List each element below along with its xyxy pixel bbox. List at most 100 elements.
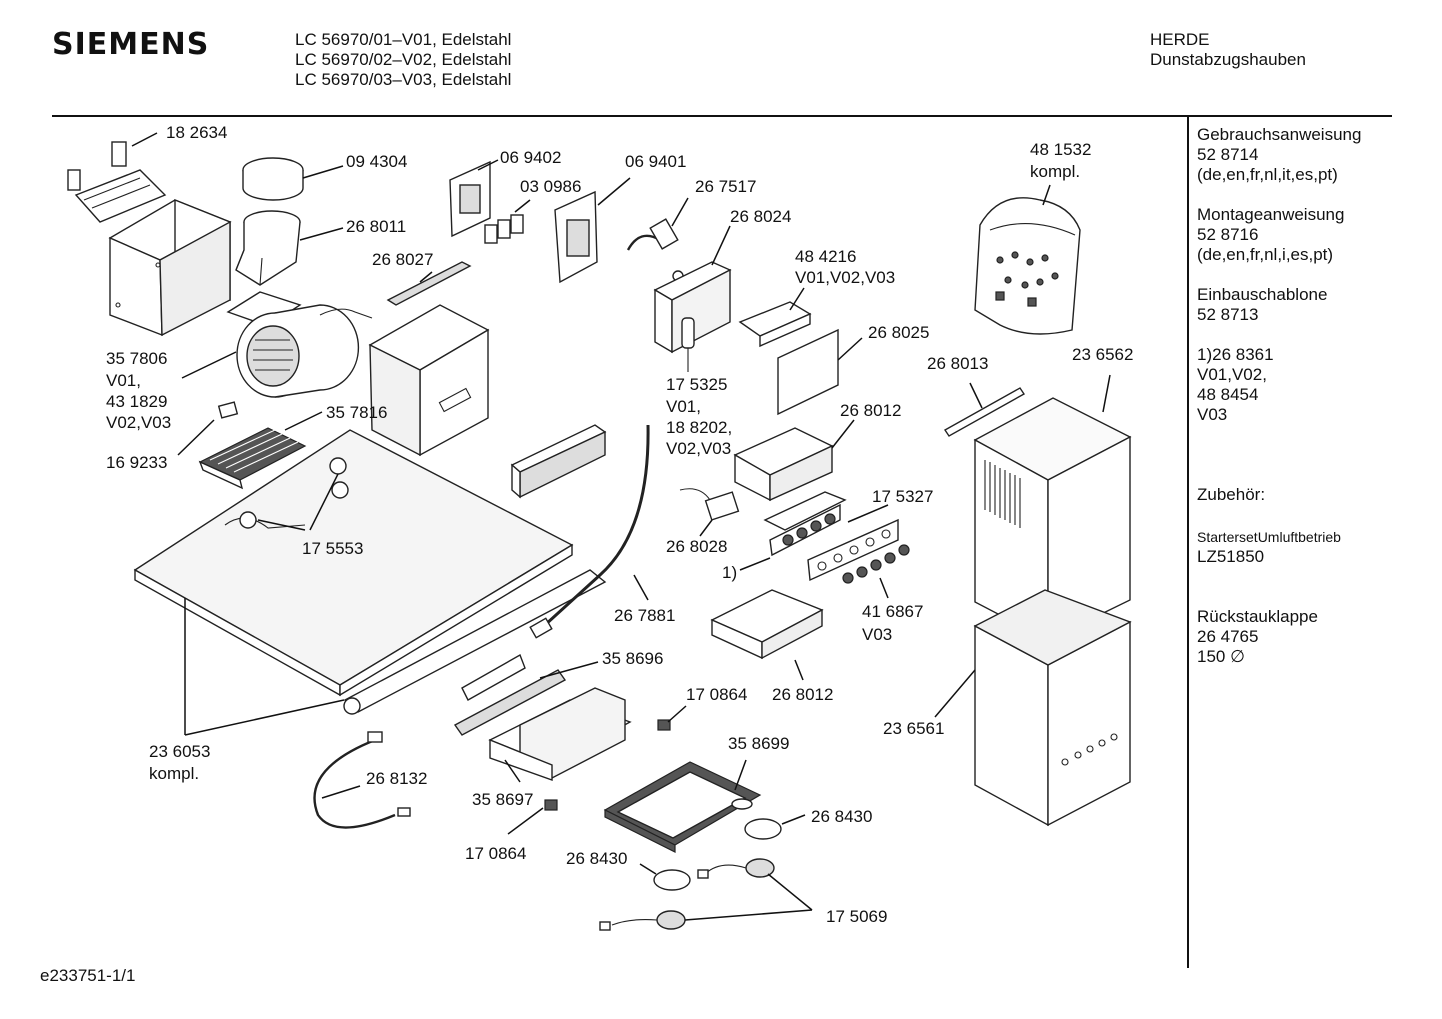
- brand-logo: SIEMENS: [52, 27, 210, 62]
- kit-number: LZ51850: [1197, 547, 1265, 566]
- lower-chimney-part: [934, 589, 1132, 827]
- manual-langs: (de,en,fr,nl,it,es,pt): [1197, 165, 1338, 184]
- note-block: 1)26 8361 V01,V02, 48 8454 V03: [1197, 345, 1437, 425]
- part-number-label: 17 5553: [302, 539, 363, 558]
- part-number-label: 26 7517: [695, 177, 756, 196]
- lamp-housing-part: [639, 863, 691, 891]
- manual-title: Gebrauchsanweisung: [1197, 125, 1362, 144]
- part-labels: 18 2634 09 4304 26 8011 06 9402 03 0986 …: [106, 123, 1133, 926]
- template-number: 52 8713: [1197, 305, 1259, 324]
- note-line: V03: [1197, 405, 1228, 424]
- part-number-label: 26 8025: [868, 323, 929, 342]
- part-number-label: 17 5327: [872, 487, 933, 506]
- part-number-label: 23 6561: [883, 719, 944, 738]
- note-line: 48 8454: [1197, 385, 1259, 404]
- part-number-label: 35 8696: [602, 649, 663, 668]
- screw-bag-part: [974, 184, 1081, 335]
- strip-part: [386, 261, 472, 306]
- part-number-label: 26 8430: [811, 807, 872, 826]
- category-block: HERDE Dunstabzugshauben: [1150, 30, 1306, 70]
- mounting-langs: (de,en,fr,nl,i,es,pt): [1197, 245, 1334, 264]
- cable-part: [529, 424, 650, 639]
- model-line: LC 56970/03–V03, Edelstahl: [295, 70, 512, 89]
- part-number-label: 41 6867: [862, 602, 923, 621]
- exhaust-ring-part: [242, 157, 344, 201]
- back-panel-part: [108, 198, 232, 337]
- part-number-label: 17 5325: [666, 375, 727, 394]
- part-number-label: kompl.: [1030, 162, 1080, 181]
- light-bar-part: [510, 424, 607, 499]
- mounting-bracket-part: [67, 132, 167, 223]
- manual-number: 52 8714: [1197, 145, 1259, 164]
- part-number-label: 26 8132: [366, 769, 427, 788]
- mounting-title: Montageanweisung: [1197, 205, 1345, 224]
- control-panel-part: [777, 328, 863, 416]
- part-number-label: 17 0864: [465, 844, 526, 863]
- part-number-label: 09 4304: [346, 152, 407, 171]
- part-number-label: 18 8202,: [666, 418, 732, 437]
- switch-plate-part: [449, 159, 499, 238]
- model-list: LC 56970/01–V01, Edelstahl LC 56970/02–V…: [295, 30, 511, 90]
- housing-bracket-part: [368, 304, 490, 457]
- lamp-housing-part: [744, 814, 806, 840]
- mounting-number: 52 8716: [1197, 225, 1259, 244]
- lamp-part: [697, 858, 775, 879]
- part-number-label: 26 8027: [372, 250, 433, 269]
- fan-motor-part: [181, 291, 373, 398]
- grease-filter-part: [198, 411, 323, 490]
- wire-harness-part: [313, 731, 411, 829]
- part-number-label: 1): [722, 563, 737, 582]
- manual-block: Gebrauchsanweisung 52 8714 (de,en,fr,nl,…: [1197, 125, 1437, 185]
- part-number-label: V01,: [106, 371, 141, 390]
- part-number-label: 26 8028: [666, 537, 727, 556]
- template-block: Einbauschablone 52 8713: [1197, 285, 1437, 325]
- part-number-label: V01,: [666, 397, 701, 416]
- lower-tray-part: [710, 589, 824, 681]
- part-number-label: 23 6053: [149, 742, 210, 761]
- part-number-label: 26 8013: [927, 354, 988, 373]
- duct-adapter-part: [235, 210, 344, 286]
- part-number-label: 26 8430: [566, 849, 627, 868]
- mounting-rail-part: [453, 653, 599, 736]
- note-line: V01,V02,: [1197, 365, 1267, 384]
- part-number-label: 17 5069: [826, 907, 887, 926]
- part-number-label: 16 9233: [106, 453, 167, 472]
- kit-block: StartersetUmluftbetrieb LZ51850: [1197, 527, 1437, 567]
- part-number-label: 26 8024: [730, 207, 791, 226]
- part-number-label: V02,V03: [106, 413, 171, 432]
- template-title: Einbauschablone: [1197, 285, 1328, 304]
- part-number-label: 35 8697: [472, 790, 533, 809]
- part-number-label: kompl.: [149, 764, 199, 783]
- flap-title: Rückstauklappe: [1197, 607, 1318, 626]
- part-number-label: 18 2634: [166, 123, 227, 142]
- mounting-block: Montageanweisung 52 8716 (de,en,fr,nl,i,…: [1197, 205, 1437, 265]
- kit-name: StartersetUmluftbetrieb: [1197, 529, 1341, 545]
- part-number-label: V02,V03: [666, 439, 731, 458]
- part-number-label: 26 8011: [346, 217, 406, 236]
- part-number-label: 43 1829: [106, 392, 167, 411]
- part-number-label: 06 9402: [500, 148, 561, 167]
- power-cord-part: [626, 197, 689, 251]
- small-clip-part: [507, 799, 558, 835]
- base-plate-part: [488, 687, 632, 783]
- category-title: HERDE: [1150, 30, 1210, 49]
- sidebar: Gebrauchsanweisung 52 8714 (de,en,fr,nl,…: [1197, 125, 1437, 687]
- accessories-title: Zubehör:: [1197, 485, 1266, 504]
- front-rail-part: [184, 569, 607, 736]
- charcoal-filter-part: [603, 759, 762, 853]
- part-number-label: 23 6562: [1072, 345, 1133, 364]
- front-panel-part: [739, 518, 899, 582]
- terminal-block-part: [484, 199, 531, 244]
- socket-plate-part: [554, 177, 631, 284]
- part-number-label: 35 7816: [326, 403, 387, 422]
- capacitor-part: [681, 317, 695, 372]
- canopy-part: [133, 429, 574, 697]
- category-subtitle: Dunstabzugshauben: [1150, 50, 1306, 69]
- switch-board-part: [763, 491, 889, 557]
- electronics-box-part: [733, 419, 855, 502]
- model-line: LC 56970/01–V01, Edelstahl: [295, 30, 512, 49]
- part-number-label: 03 0986: [520, 177, 581, 196]
- model-line: LC 56970/02–V02, Edelstahl: [295, 50, 512, 69]
- part-number-label: 06 9401: [625, 152, 686, 171]
- header-divider: [52, 115, 1392, 117]
